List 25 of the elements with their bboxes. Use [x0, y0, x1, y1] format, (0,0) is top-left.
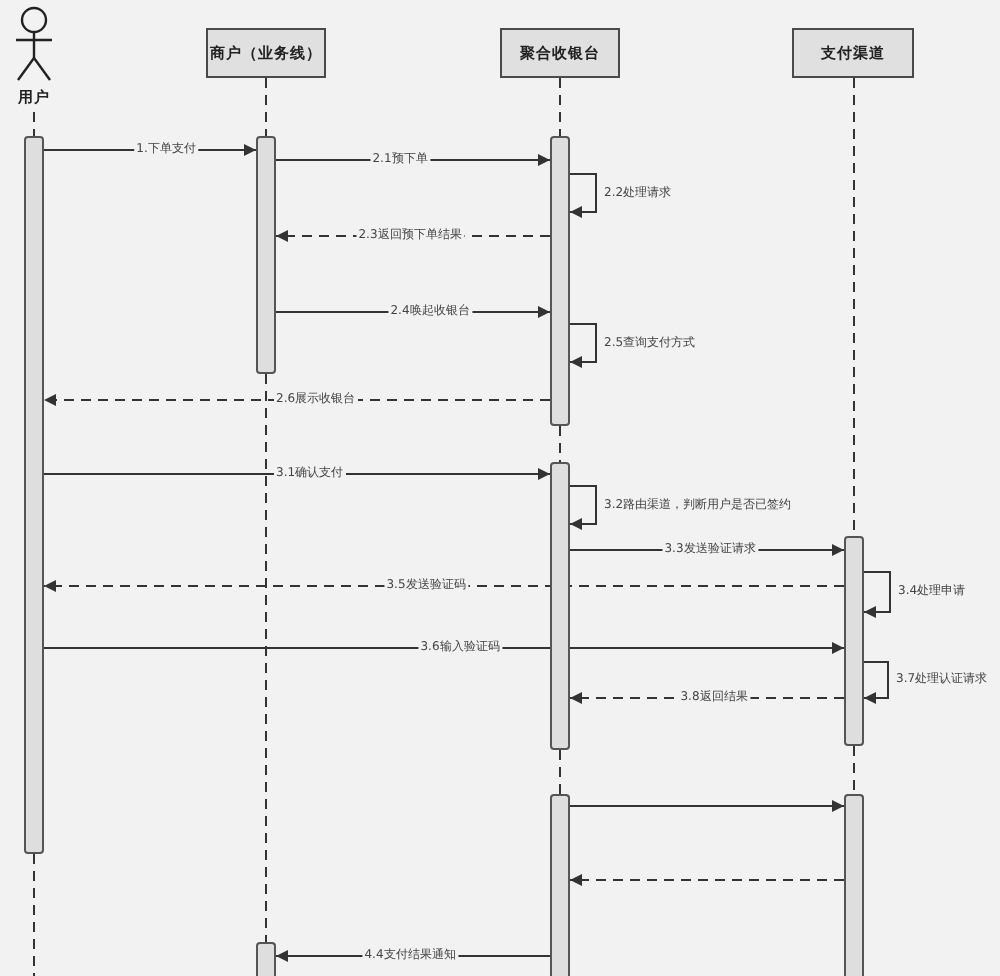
- activation-bar: [550, 136, 570, 426]
- loop-arrow: [569, 485, 597, 530]
- loop-arrow: [863, 571, 891, 618]
- arrow: [569, 874, 845, 886]
- lifeline: [265, 77, 267, 137]
- arrow: [43, 580, 845, 592]
- lifeline: [559, 749, 561, 795]
- loop-arrow: [569, 323, 597, 368]
- activation-bar: [24, 136, 44, 854]
- lifeline: [33, 853, 35, 976]
- activation-bar: [256, 942, 276, 976]
- loop-arrow: [863, 661, 889, 704]
- activation-bar: [844, 794, 864, 976]
- activation-bar: [550, 462, 570, 750]
- lifeline: [265, 373, 267, 943]
- lifeline: [33, 111, 35, 137]
- loop-arrow: [569, 173, 597, 218]
- activation-bar: [256, 136, 276, 374]
- lifeline: [559, 425, 561, 463]
- lifeline: [853, 745, 855, 795]
- activation-bar: [844, 536, 864, 746]
- activation-bar: [550, 794, 570, 976]
- arrow: [43, 642, 845, 654]
- lifeline: [559, 77, 561, 137]
- arrow: [569, 800, 845, 812]
